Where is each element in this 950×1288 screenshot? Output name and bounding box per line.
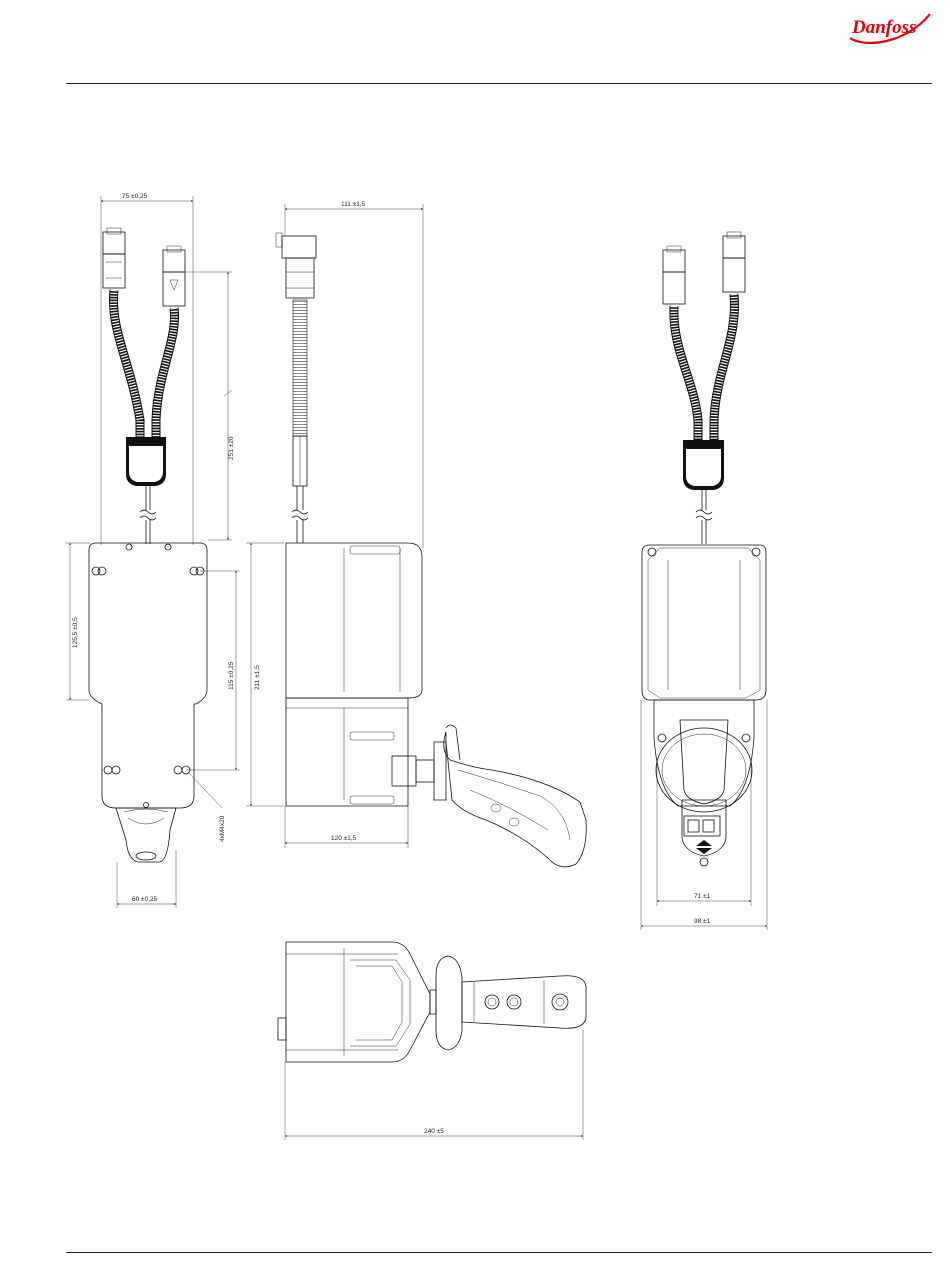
dim-side-top-width: 111 ±1,5 <box>341 201 366 208</box>
dim-top-length: 240 ±5 <box>424 1128 444 1135</box>
side-view: 111 ±1,5 211 ±1,5 120 ±1,5 <box>246 201 586 867</box>
dim-cable-length: 251 ±20 <box>228 436 235 460</box>
back-view: 71 ±1 98 ±1 <box>641 232 767 930</box>
dim-handle-width: 60 ±0,25 <box>132 896 158 903</box>
top-view: 240 ±5 <box>278 942 586 1140</box>
dim-side-height: 211 ±1,5 <box>254 665 261 690</box>
dim-back-inner-width: 71 ±1 <box>694 893 711 900</box>
dim-mount-spacing: 115 ±0,25 <box>228 661 235 690</box>
dim-side-base-width: 120 ±1,5 <box>331 835 357 842</box>
dim-mount-holes: 4xM4x20 <box>219 815 226 842</box>
dim-front-width: 75 ±0,25 <box>122 193 148 200</box>
front-view: 75 ±0,25 251 ±20 125,5 ±0,5 115 ±0,25 4x… <box>66 193 240 908</box>
dim-back-outer-width: 98 ±1 <box>694 918 711 925</box>
dim-housing-height: 125,5 ±0,5 <box>72 617 79 648</box>
